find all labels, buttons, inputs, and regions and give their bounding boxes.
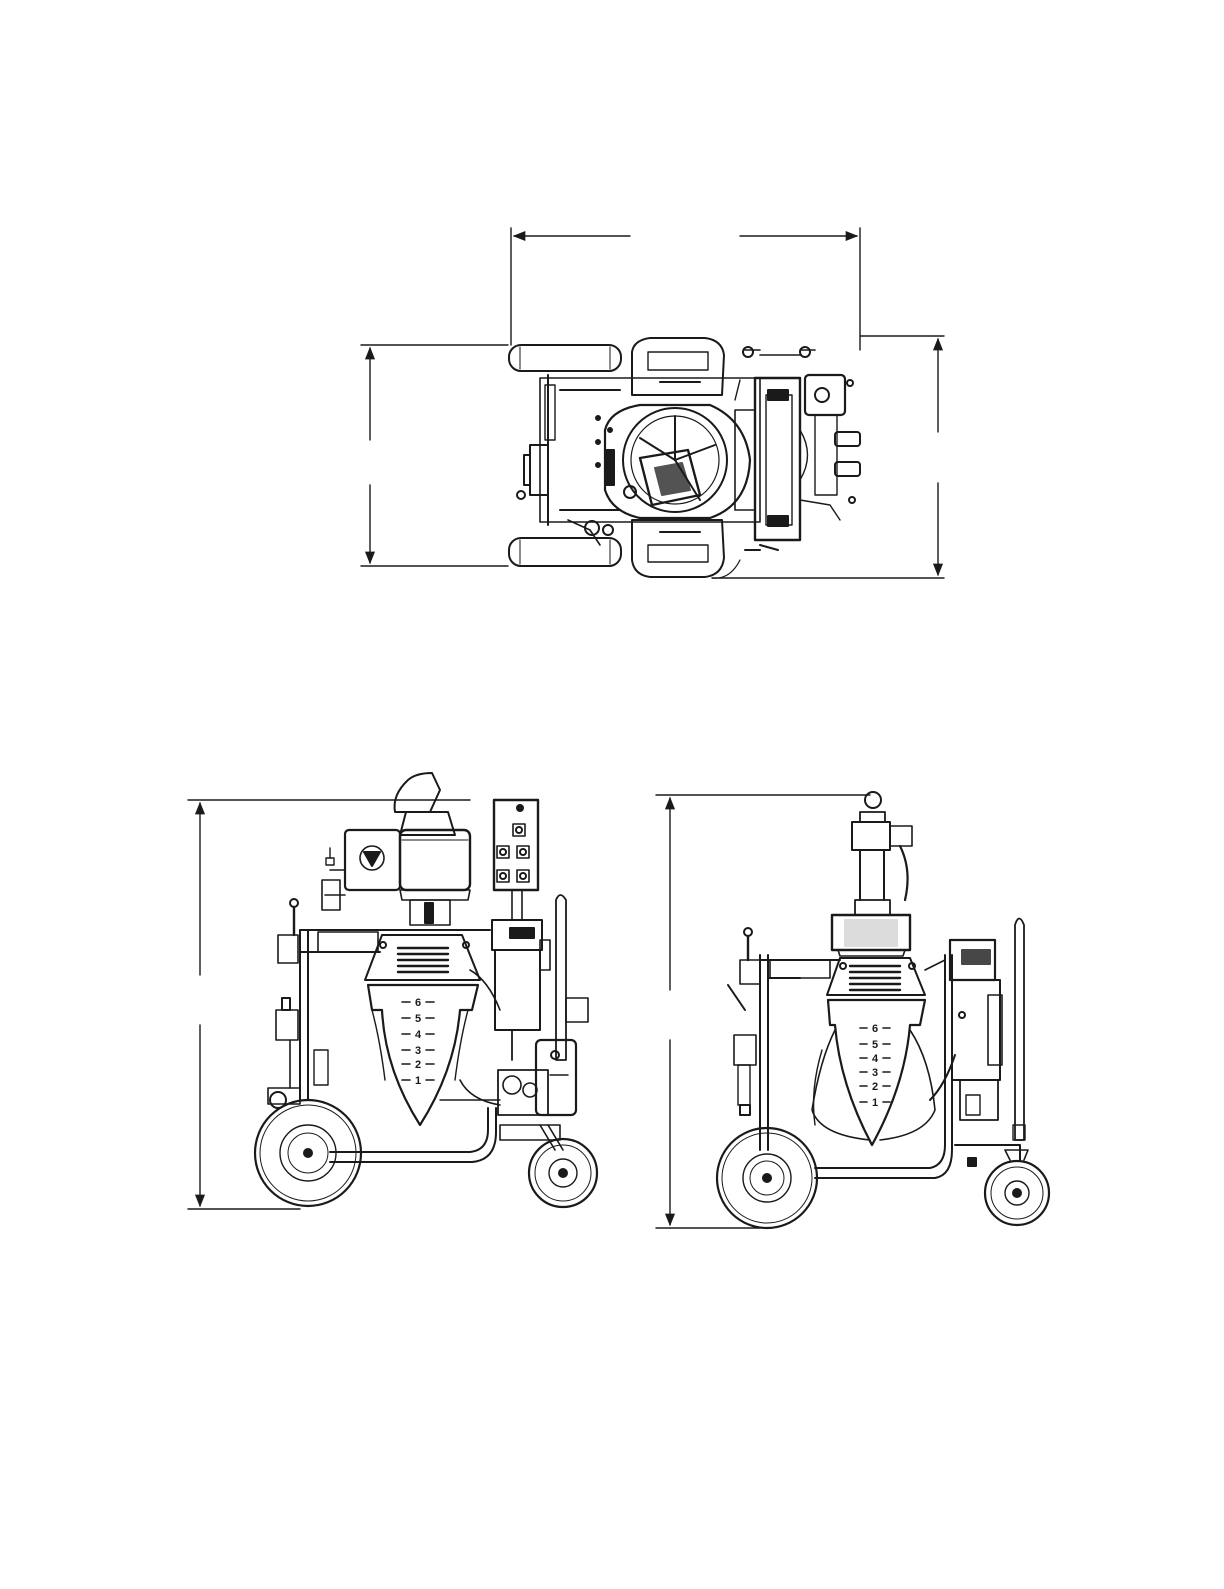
hopper-scale-label: 5 — [415, 1013, 421, 1025]
front-view-chassis — [330, 1108, 488, 1152]
engine-cover-top — [605, 405, 750, 518]
hopper-scale-label: 2 — [415, 1059, 421, 1071]
side-view-hopper — [812, 958, 935, 1145]
hopper-scale-label: 3 — [415, 1045, 421, 1057]
side-view-caster-wheel — [985, 1150, 1049, 1225]
top-view-width-dimension — [511, 228, 860, 350]
front-view-engine — [322, 773, 470, 925]
junction-box-top — [805, 375, 845, 415]
hopper-scale-label: 2 — [872, 1081, 878, 1093]
side-view-chassis — [760, 955, 768, 1150]
top-view-left-depth-dimension — [361, 345, 508, 566]
hopper-scale-label: 5 — [872, 1039, 878, 1051]
top-view — [361, 228, 944, 578]
top-left-wheel — [509, 345, 621, 371]
hopper-scale-label: 1 — [415, 1075, 421, 1087]
side-view-hopper-scale: 6 5 4 3 2 1 — [872, 1023, 879, 1109]
bottom-caster-housing — [632, 520, 724, 577]
front-view-hopper-scale: 6 5 4 3 2 1 — [415, 997, 422, 1087]
hopper-scale-label: 4 — [415, 1029, 422, 1041]
front-view-motor — [440, 895, 588, 1115]
hopper-scale-label: 6 — [415, 997, 421, 1009]
front-view-control-box — [494, 800, 538, 920]
front-view-hopper — [365, 935, 480, 1125]
side-view-pump — [832, 792, 912, 956]
front-view: 6 5 4 3 2 1 — [188, 773, 597, 1209]
top-caster-housing — [632, 338, 724, 395]
side-view-height-dimension — [656, 795, 870, 1228]
side-view: 6 5 4 3 2 1 — [656, 792, 1049, 1228]
side-view-motor — [925, 940, 1002, 1120]
front-view-height-dimension — [188, 800, 470, 1209]
hopper-scale-label: 1 — [872, 1097, 878, 1109]
hopper-scale-label: 6 — [872, 1023, 878, 1035]
hopper-scale-label: 3 — [872, 1067, 878, 1079]
top-view-right-depth-dimension — [712, 336, 944, 578]
hopper-scale-label: 4 — [872, 1053, 879, 1065]
bottom-left-wheel — [509, 538, 621, 566]
